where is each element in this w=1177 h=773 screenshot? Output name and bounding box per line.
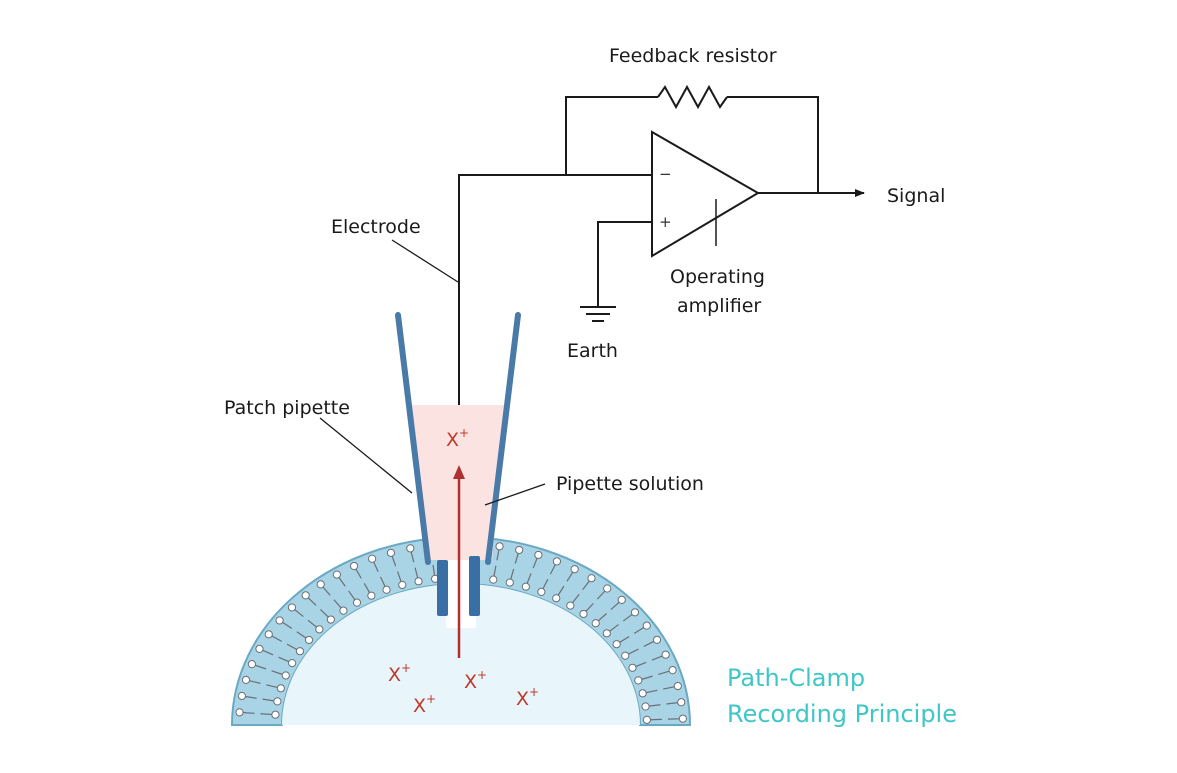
- lipid-head-outer: [630, 608, 640, 617]
- lipid-head-outer: [495, 542, 504, 551]
- lipid-head-outer: [349, 561, 359, 571]
- pipette-solution-label: Pipette solution: [556, 473, 704, 495]
- lipid-head-inner: [326, 615, 335, 624]
- plus-sign: +: [659, 213, 672, 231]
- lipid-head-outer: [406, 544, 415, 553]
- lipid-head-inner: [288, 658, 297, 668]
- lipid-head-outer: [661, 650, 670, 659]
- operating-amplifier-label-line2: amplifier: [677, 295, 761, 317]
- lipid-head-inner: [621, 651, 630, 660]
- feedback-right-wire: [727, 96, 819, 193]
- lipid-head-outer: [264, 630, 273, 639]
- lipid-head-outer: [617, 595, 626, 604]
- lipid-head-inner: [352, 598, 362, 607]
- lipid-head-inner: [304, 635, 314, 645]
- lipid-head-inner: [634, 676, 643, 685]
- seal-right: [469, 556, 480, 616]
- lipid-head-outer: [603, 584, 612, 593]
- earth-wire: [597, 221, 652, 307]
- lipid-head-outer: [275, 616, 284, 625]
- lipid-head-outer: [652, 635, 662, 644]
- ion-pipette: X+: [446, 426, 469, 451]
- electrode-leader: [391, 239, 459, 283]
- operating-amplifier-label-line1: Operating: [670, 266, 765, 288]
- lipid-head-inner: [591, 619, 600, 628]
- ion-cell-3: X+: [413, 692, 436, 717]
- lipid-head-outer: [570, 565, 579, 574]
- lipid-head-inner: [414, 577, 423, 586]
- lipid-head-inner: [367, 591, 376, 600]
- lipid-head-outer: [241, 675, 251, 684]
- lipid-head-inner: [642, 715, 651, 724]
- ion-cell-2: X+: [464, 668, 487, 693]
- pipette-solution-leader: [484, 483, 546, 506]
- lipid-head-inner: [641, 702, 650, 711]
- lipid-head-inner: [315, 625, 324, 634]
- lipid-head-outer: [255, 644, 264, 654]
- lipid-head-inner: [295, 647, 305, 656]
- lipid-head-inner: [552, 594, 561, 603]
- lipid-head-inner: [382, 585, 391, 594]
- lipid-head-inner: [612, 640, 621, 649]
- lipid-head-inner: [505, 578, 514, 587]
- seal-left: [437, 560, 448, 616]
- lipid-head-inner: [281, 671, 290, 680]
- electrode-label: Electrode: [331, 216, 421, 238]
- pipette-solution-fill: [408, 405, 506, 560]
- cell-interior: [282, 584, 640, 725]
- ion-cell-1: X+: [388, 661, 411, 686]
- lipid-head-outer: [677, 698, 686, 707]
- lipid-head-inner: [339, 606, 348, 615]
- feedback-resistor: [657, 84, 728, 110]
- feedback-resistor-label: Feedback resistor: [609, 45, 777, 67]
- lipid-head-outer: [673, 681, 682, 691]
- ions: X+ X+ X+ X+ X+: [388, 426, 539, 717]
- lipid-head-outer: [235, 708, 244, 717]
- lipid-head-inner: [521, 582, 530, 591]
- electrode-wire: [458, 174, 652, 405]
- ion-cell-4: X+: [516, 685, 539, 710]
- lipid-head-inner: [276, 684, 285, 693]
- lipid-head-outer: [552, 557, 562, 566]
- lipid-head-outer: [301, 591, 310, 600]
- patch-pipette: [395, 312, 521, 616]
- lipid-head-outer: [642, 621, 651, 630]
- lipid-head-outer: [316, 580, 325, 589]
- lipid-head-inner: [273, 697, 282, 706]
- lipid-head-outer: [515, 545, 524, 555]
- lipid-head-outer: [332, 570, 341, 579]
- lipid-head-outer: [247, 660, 256, 669]
- lipid-head-outer: [368, 554, 377, 563]
- operating-amplifier: [651, 130, 760, 258]
- lipid-head-outer: [287, 603, 297, 612]
- circuit: [458, 84, 865, 405]
- pipette-left-wall: [395, 312, 431, 565]
- feedback-left-wire: [565, 96, 658, 175]
- lipid-head-outer: [386, 548, 396, 557]
- lipid-head-outer: [678, 714, 687, 723]
- patch-pipette-leader: [319, 417, 413, 494]
- title-line2: Recording Principle: [727, 700, 957, 728]
- lipid-head-inner: [579, 609, 588, 619]
- lipid-head-inner: [566, 601, 575, 610]
- lipid-head-outer: [668, 666, 677, 675]
- lipid-head-inner: [628, 663, 637, 672]
- patch-pipette-label: Patch pipette: [224, 397, 350, 419]
- minus-sign: −: [659, 165, 672, 183]
- lipid-head-outer: [587, 574, 596, 583]
- lipid-head-outer: [237, 691, 246, 701]
- signal-label: Signal: [887, 185, 945, 207]
- lipid-head-inner: [489, 575, 498, 584]
- lipid-head-inner: [537, 587, 546, 597]
- lipid-head-inner: [398, 580, 407, 590]
- pipette-right-wall: [485, 312, 521, 565]
- lipid-head-inner: [271, 710, 280, 719]
- lipid-head-outer: [534, 550, 543, 560]
- title-line1: Path-Clamp: [727, 664, 865, 692]
- lipid-head-inner: [638, 689, 647, 698]
- earth-label: Earth: [567, 340, 618, 362]
- lipid-head-inner: [602, 629, 611, 638]
